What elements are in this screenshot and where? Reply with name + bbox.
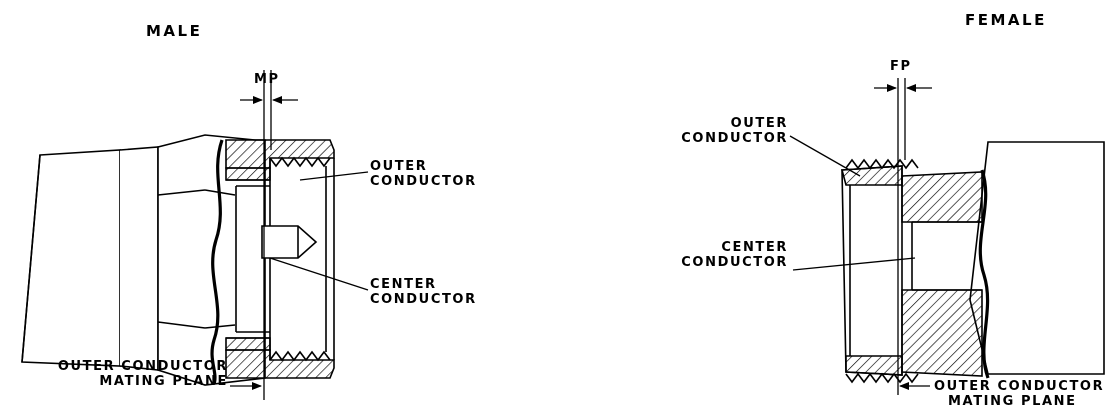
- male-mating-plane-label: OUTER CONDUCTOR MATING PLANE: [56, 359, 228, 389]
- male-center-conductor-line-2: CONDUCTOR: [370, 292, 477, 307]
- female-center-conductor-line-1: CENTER: [721, 240, 788, 255]
- male-sleeve-front: [269, 158, 335, 360]
- female-center-conductor-line-2: CONDUCTOR: [681, 255, 788, 270]
- fp-label: FP: [890, 59, 912, 74]
- female-upper-body-section: [901, 171, 983, 223]
- female-front-bushing: [841, 165, 903, 376]
- female-center-leader: [792, 257, 916, 271]
- female-mating-plane-label: OUTER CONDUCTOR MATING PLANE: [934, 379, 1104, 409]
- female-upper-thread-section: [840, 165, 903, 186]
- female-connector: [840, 141, 1105, 384]
- male-center-conductor-line-1: CENTER: [370, 277, 437, 292]
- male-lower-nut-section: [225, 349, 335, 379]
- female-break-line: [978, 169, 990, 379]
- female-mating-plane-line-1: OUTER CONDUCTOR: [934, 379, 1105, 394]
- female-title: FEMALE: [965, 11, 1047, 29]
- female-mating-plane-line-2: MATING PLANE: [948, 394, 1077, 409]
- male-title: MALE: [146, 22, 203, 40]
- male-mating-plane-marks: [230, 70, 369, 400]
- female-outer-leader: [789, 135, 861, 177]
- female-lower-body-section: [901, 289, 983, 377]
- male-mating-plane-line-1: OUTER CONDUCTOR: [57, 359, 228, 374]
- female-lower-thread-section: [845, 355, 903, 376]
- female-outer-conductor-line-2: CONDUCTOR: [681, 131, 788, 146]
- female-mating-plane-marks: [789, 78, 932, 395]
- female-outer-conductor-line-1: OUTER: [730, 116, 788, 131]
- mp-label: MP: [254, 72, 280, 87]
- male-upper-nut-section: [225, 139, 335, 169]
- male-center-conductor-label: CENTER CONDUCTOR: [370, 277, 477, 307]
- male-mating-plane-line-2: MATING PLANE: [99, 374, 228, 389]
- female-center-conductor-label: CENTER CONDUCTOR: [660, 240, 788, 270]
- male-connector: [21, 134, 335, 386]
- male-center-pin: [261, 225, 318, 259]
- female-outer-conductor-label: OUTER CONDUCTOR: [660, 116, 788, 146]
- female-cable: [969, 141, 1105, 375]
- male-outer-leader: [299, 171, 369, 181]
- male-collar: [119, 146, 159, 371]
- male-center-leader: [269, 257, 369, 291]
- male-outer-conductor-line-2: CONDUCTOR: [370, 174, 477, 189]
- male-outer-conductor-label: OUTER CONDUCTOR: [370, 159, 477, 189]
- male-outer-conductor-line-1: OUTER: [370, 159, 428, 174]
- male-cable: [21, 149, 121, 367]
- male-break-line: [210, 139, 224, 385]
